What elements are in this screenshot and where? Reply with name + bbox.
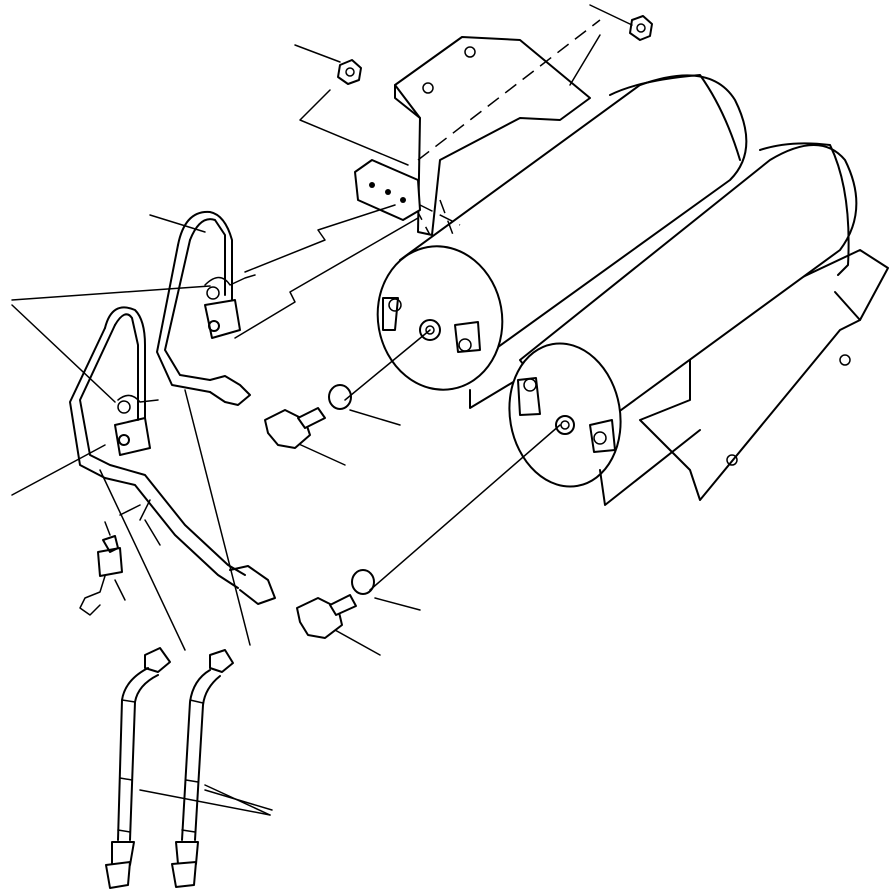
rigid-pipe-lower [69, 306, 276, 605]
air-tank-front [508, 142, 858, 506]
rigid-pipe-upper [156, 210, 251, 406]
mounting-plate [354, 159, 421, 221]
lower-mounting-bracket [639, 249, 889, 501]
flexible-hose-right [171, 649, 234, 888]
o-ring-upper [328, 384, 352, 410]
elbow-fitting-lower [296, 594, 357, 639]
bleed-tube-lower [117, 394, 159, 414]
elbow-fitting-upper [264, 407, 326, 449]
bleed-tube-upper [204, 274, 256, 300]
air-tank-rear [376, 74, 748, 409]
nut-upper-left [337, 59, 362, 85]
flexible-hose-left [105, 647, 171, 889]
leader-lines [11, 4, 633, 816]
nut-upper-right [629, 15, 653, 41]
o-ring-lower [351, 569, 375, 595]
pressure-switch [79, 504, 141, 616]
